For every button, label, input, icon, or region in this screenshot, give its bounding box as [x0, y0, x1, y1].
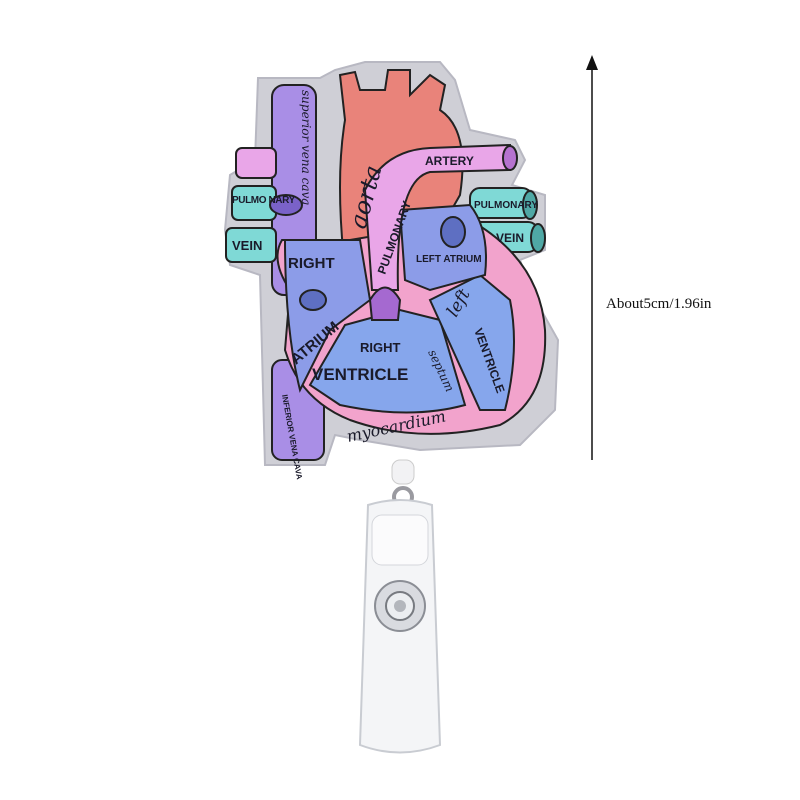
label-pulmonary-vein-left: PULMO NARY [232, 195, 296, 206]
label-vein-left: VEIN [232, 238, 262, 253]
dimension-arrow [586, 55, 598, 460]
badge-reel [358, 459, 442, 754]
pulmonary-artery [363, 143, 511, 291]
label-pulmonary-vein-right: PULMONARY [474, 200, 538, 211]
left-ventricle [428, 273, 515, 411]
label-vein-right: VEIN [496, 231, 524, 245]
reel-housing [391, 459, 415, 485]
right-atrium [283, 239, 372, 393]
left-atrium [398, 203, 487, 292]
dimension-label: About5cm/1.96in [606, 296, 712, 312]
label-right-atrium-1: RIGHT [288, 255, 335, 272]
label-left-atrium: LEFT ATRIUM [416, 254, 482, 265]
label-superior-vena-cava: superior vena cava [299, 90, 313, 205]
label-artery: ARTERY [425, 154, 474, 168]
right-ventricle [308, 308, 467, 414]
label-right-ventricle-2: VENTRICLE [312, 365, 408, 384]
label-right-ventricle-1: RIGHT [360, 340, 401, 355]
